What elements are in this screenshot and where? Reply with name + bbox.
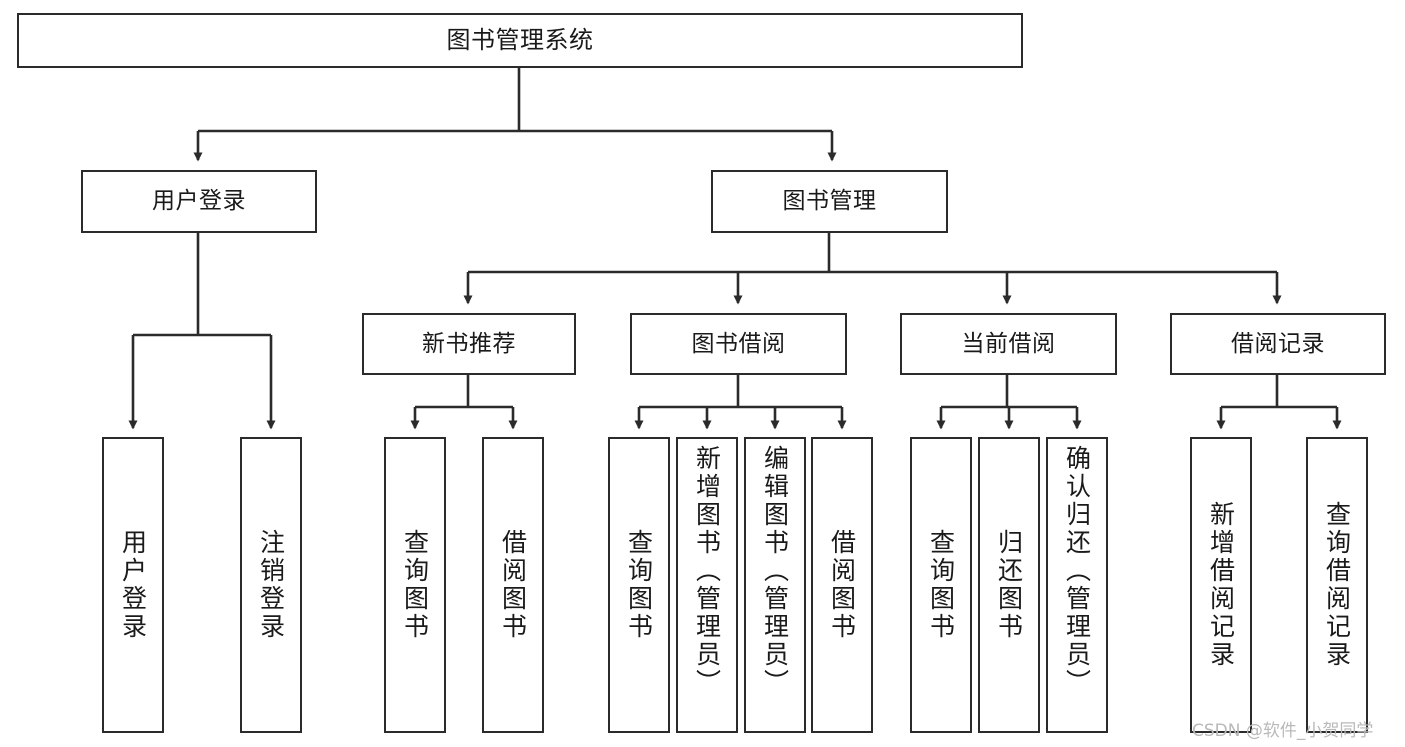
node-root-system[interactable]: 图书管理系统 [17, 13, 1023, 68]
node-new-book-recommend-label: 新书推荐 [422, 330, 516, 357]
node-book-manage-label: 图书管理 [782, 188, 877, 215]
leaf-edit-book[interactable]: 编辑图书（管理员） [744, 437, 806, 733]
leaf-query-book-borrow-label: 查询图书 [624, 529, 654, 641]
leaf-edit-book-label: 编辑图书（管理员） [760, 445, 790, 697]
leaf-borrow-book[interactable]: 借阅图书 [811, 437, 873, 733]
leaf-add-borrow-record-label: 新增借阅记录 [1206, 501, 1236, 669]
node-book-manage[interactable]: 图书管理 [711, 170, 948, 233]
leaf-logout-login-label: 注销登录 [256, 529, 286, 641]
node-book-borrow[interactable]: 图书借阅 [630, 313, 847, 375]
node-user-login[interactable]: 用户登录 [81, 170, 317, 233]
leaf-borrow-book-recommend[interactable]: 借阅图书 [482, 437, 544, 733]
leaf-query-book-current-label: 查询图书 [926, 529, 956, 641]
node-book-borrow-label: 图书借阅 [691, 330, 786, 357]
node-user-login-label: 用户登录 [152, 188, 246, 215]
node-current-borrow-label: 当前借阅 [961, 330, 1056, 357]
leaf-return-book-label: 归还图书 [994, 529, 1024, 641]
leaf-confirm-return-label: 确认归还（管理员） [1062, 445, 1092, 697]
leaf-query-book-recommend-label: 查询图书 [400, 529, 430, 641]
leaf-borrow-book-recommend-label: 借阅图书 [498, 529, 528, 641]
node-new-book-recommend[interactable]: 新书推荐 [362, 313, 576, 375]
leaf-query-book-borrow[interactable]: 查询图书 [608, 437, 670, 733]
node-current-borrow[interactable]: 当前借阅 [900, 313, 1117, 375]
leaf-query-book-recommend[interactable]: 查询图书 [384, 437, 446, 733]
leaf-logout-login[interactable]: 注销登录 [240, 437, 302, 733]
leaf-add-book-label: 新增图书（管理员） [692, 445, 722, 697]
leaf-user-login-label: 用户登录 [118, 529, 148, 641]
node-borrow-record-label: 借阅记录 [1231, 330, 1325, 357]
leaf-query-book-current[interactable]: 查询图书 [910, 437, 972, 733]
leaf-query-borrow-record[interactable]: 查询借阅记录 [1306, 437, 1368, 733]
leaf-query-borrow-record-label: 查询借阅记录 [1322, 501, 1352, 669]
leaf-add-book[interactable]: 新增图书（管理员） [676, 437, 738, 733]
leaf-user-login[interactable]: 用户登录 [102, 437, 164, 733]
leaf-add-borrow-record[interactable]: 新增借阅记录 [1190, 437, 1252, 733]
node-borrow-record[interactable]: 借阅记录 [1170, 313, 1386, 375]
csdn-watermark: CSDN @软件_小贺同学 [1192, 721, 1374, 741]
leaf-confirm-return[interactable]: 确认归还（管理员） [1046, 437, 1108, 733]
leaf-return-book[interactable]: 归还图书 [978, 437, 1040, 733]
leaf-borrow-book-label: 借阅图书 [827, 529, 857, 641]
node-root-label: 图书管理系统 [446, 25, 594, 54]
